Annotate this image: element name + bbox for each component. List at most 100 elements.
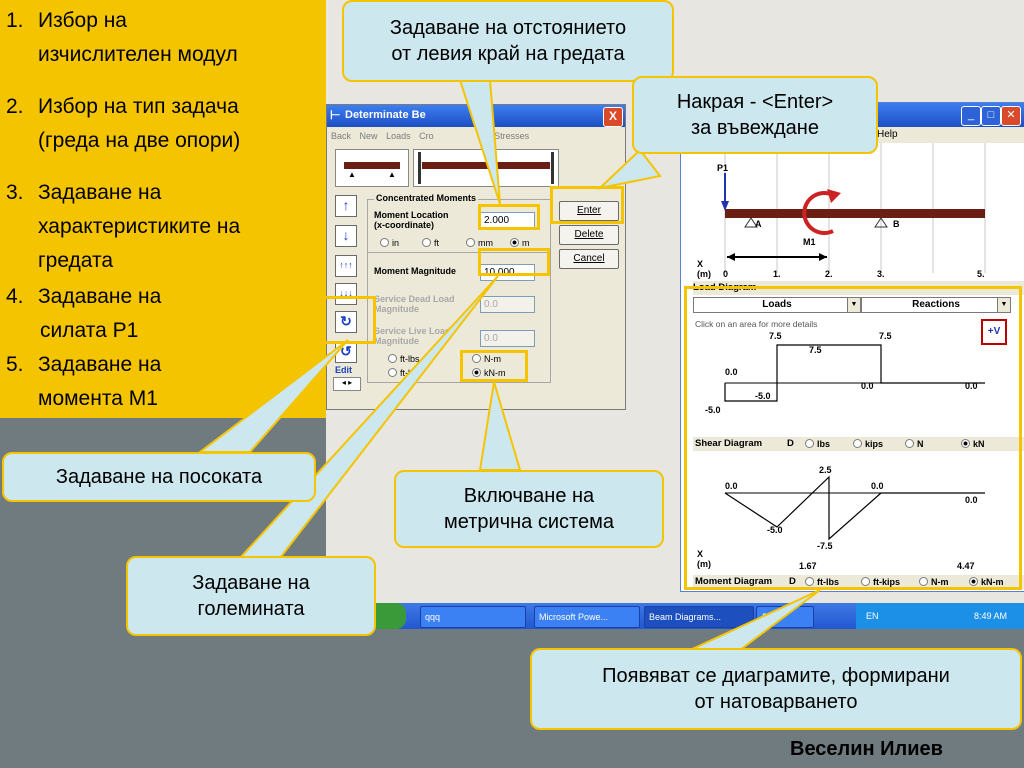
radio-label: m xyxy=(522,238,530,248)
menu-new[interactable]: New xyxy=(359,131,378,141)
unit-nm-radio[interactable]: N-m xyxy=(919,575,949,589)
moment-value: 2.5 xyxy=(819,465,832,475)
click-hint: Click on an area for more details xyxy=(695,319,818,329)
maximize-icon[interactable]: □ xyxy=(981,106,1001,126)
radio-label: N-m xyxy=(931,577,949,587)
beam xyxy=(725,209,985,218)
radio-label: in xyxy=(392,238,400,248)
reactions-select[interactable]: Reactions ▼ xyxy=(861,297,1011,313)
arrow-up-icon[interactable]: ↑ xyxy=(335,195,357,217)
unit-n-radio[interactable]: N xyxy=(905,437,924,451)
shear-diagram-plot[interactable] xyxy=(681,329,1024,437)
x-tick: 5. xyxy=(977,269,985,279)
taskbar-item-beam[interactable]: Beam Diagrams... xyxy=(644,606,754,628)
beam-fixed-icon[interactable] xyxy=(413,149,559,187)
radio-label: kN-m xyxy=(981,577,1004,587)
step-line: изчислителен модул xyxy=(38,43,238,66)
group-title: Concentrated Moments xyxy=(374,193,479,203)
moment-diagram-plot[interactable] xyxy=(681,455,1024,567)
moment-diagram-bar: Moment Diagram D ft-lbs ft-kips N-m kN-m xyxy=(693,575,1024,589)
support-a-icon xyxy=(744,217,758,228)
shear-value: 0.0 xyxy=(725,367,738,377)
reactions-select-value: Reactions xyxy=(912,299,960,310)
shear-value: -5.0 xyxy=(755,391,771,401)
moment-ccw-icon[interactable]: ↺ xyxy=(335,341,357,363)
clock: 8:49 AM xyxy=(974,611,1008,621)
menu-loads[interactable]: Loads xyxy=(386,131,411,141)
moment-d-button[interactable]: D xyxy=(789,576,796,587)
shear-value: 7.5 xyxy=(769,331,782,341)
enter-button[interactable]: Enter xyxy=(559,201,619,221)
close-icon[interactable]: X xyxy=(603,107,623,127)
moment-diagram-label: Moment Diagram xyxy=(695,576,773,587)
service-live-input[interactable]: 0.0 xyxy=(480,330,535,347)
unit-ft-radio[interactable]: ft xyxy=(422,238,439,248)
callout-text: Накрая - <Enter> за въвеждане xyxy=(676,91,834,139)
unit-ftlbs-radio[interactable]: ft-lbs xyxy=(805,575,839,589)
radio-label: mm xyxy=(478,238,493,248)
shear-d-button[interactable]: D xyxy=(787,438,794,449)
taskbar-item-document[interactable]: Доку xyxy=(756,606,814,628)
moment-value: 0.0 xyxy=(965,495,978,505)
taskbar-item-powerpoint[interactable]: Microsoft Powe... xyxy=(534,606,640,628)
taskbar-item-folder[interactable]: qqq xyxy=(420,606,526,628)
unit-mm-radio[interactable]: mm xyxy=(466,238,493,248)
shear-line xyxy=(724,344,985,402)
unit-ftlbs-radio[interactable]: ft-lbs xyxy=(388,354,420,364)
radio-label: N xyxy=(917,439,924,449)
plus-v-button[interactable]: +V xyxy=(981,319,1007,345)
callout-magnitude: Задаване на големината xyxy=(126,556,376,636)
load-diagram[interactable] xyxy=(681,143,1024,283)
service-live-value: 0.0 xyxy=(484,333,498,344)
menu-back[interactable]: Back xyxy=(331,131,352,141)
callout-text: Задаване на отстоянието от левия край на… xyxy=(389,17,627,65)
language-indicator[interactable]: EN xyxy=(866,611,879,621)
unit-m-radio[interactable]: m xyxy=(510,238,530,248)
label-p1: P1 xyxy=(717,163,729,173)
unit-kn-radio[interactable]: kN xyxy=(961,437,985,451)
step-line: Задаване на xyxy=(38,353,162,376)
arrow-down-icon[interactable]: ↓ xyxy=(335,225,357,247)
support-b-icon xyxy=(874,217,888,228)
step-line: характеристиките на xyxy=(38,215,241,238)
unit-knm-radio[interactable]: kN-m xyxy=(969,575,1004,589)
cancel-button[interactable]: Cancel xyxy=(559,249,619,269)
service-dead-input[interactable]: 0.0 xyxy=(480,296,535,313)
moment-x-label: 4.47 xyxy=(957,561,975,571)
app-icon: ⊢ xyxy=(330,108,341,122)
unit-in-radio[interactable]: in xyxy=(380,238,399,248)
plus-v-label: +V xyxy=(987,326,1001,337)
step-number: 4. xyxy=(6,285,24,308)
minimize-icon[interactable]: _ xyxy=(961,106,981,126)
moment-value: 0.0 xyxy=(871,481,884,491)
unit-ftk-radio[interactable]: ft-k xyxy=(388,368,413,378)
step-line: силата P1 xyxy=(40,319,139,342)
unit-ftkips-radio[interactable]: ft-kips xyxy=(861,575,900,589)
step-line: Избор на xyxy=(38,9,127,32)
menu-cross[interactable]: Cro xyxy=(419,131,434,141)
radio-label: kN xyxy=(973,439,985,449)
dialog-title: Determinate Be xyxy=(345,109,426,121)
unit-lbs-radio[interactable]: lbs xyxy=(805,437,830,451)
highlight-direction xyxy=(318,296,376,344)
callout-text: Задаване на посоката xyxy=(55,466,263,488)
moment-value: 0.0 xyxy=(725,481,738,491)
menu-help[interactable]: Help xyxy=(877,129,898,140)
loads-select-value: Loads xyxy=(762,299,792,310)
step-number: 5. xyxy=(6,353,24,376)
shear-value: -5.0 xyxy=(705,405,721,415)
moment-magnitude-label: Moment Magnitude xyxy=(374,266,456,276)
service-live-label: Service Live Load Magnitude xyxy=(374,326,451,346)
chevron-down-icon: ▼ xyxy=(847,298,860,312)
close-icon[interactable]: ✕ xyxy=(1001,106,1021,126)
loads-select[interactable]: Loads ▼ xyxy=(693,297,861,313)
delete-button[interactable]: Delete xyxy=(559,225,619,245)
distributed-up-icon[interactable]: ↑↑↑ xyxy=(335,255,357,277)
radio-label: ft-lbs xyxy=(817,577,839,587)
x-tick: 1. xyxy=(773,269,781,279)
edit-scroll[interactable]: ◂ ▸ xyxy=(333,377,361,391)
unit-kips-radio[interactable]: kips xyxy=(853,437,883,451)
menu-stresses[interactable]: Stresses xyxy=(494,131,530,141)
beam-simple-icon[interactable]: ▲▲ xyxy=(335,149,409,187)
step-number: 2. xyxy=(6,95,24,118)
